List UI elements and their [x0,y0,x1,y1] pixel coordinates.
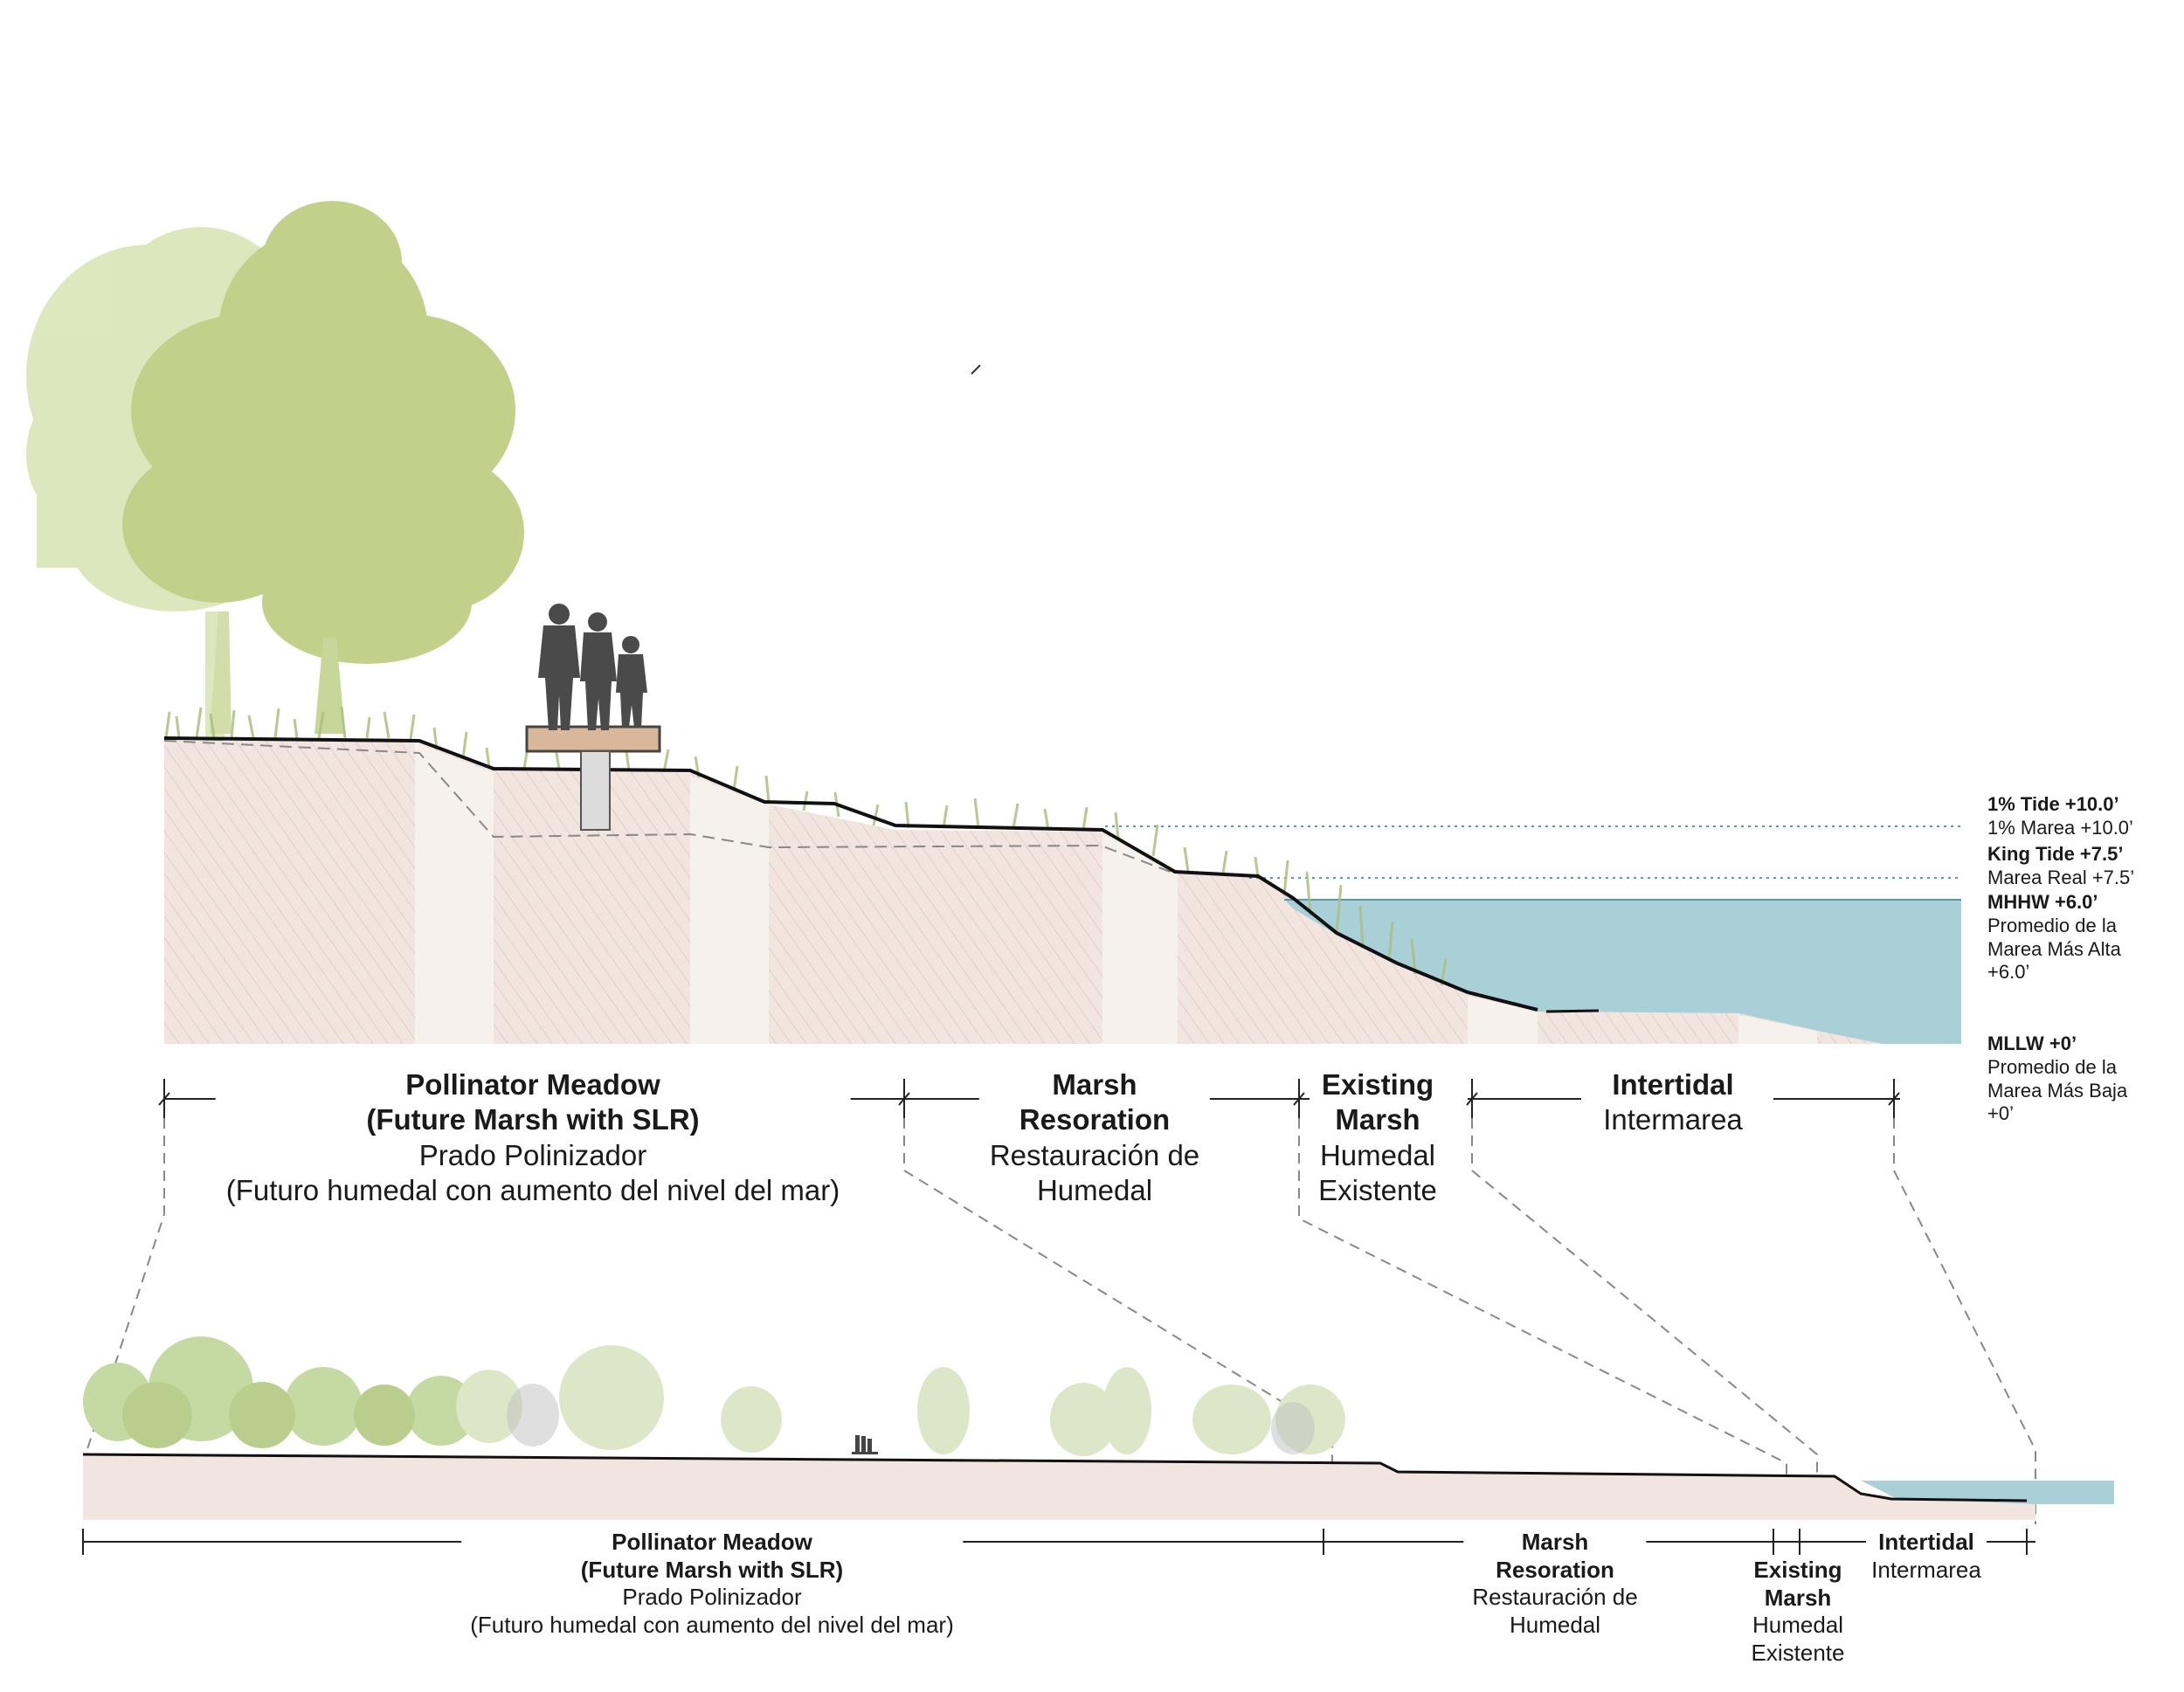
overlook-platform-icon [525,725,661,831]
bottom-pollinator-normal-2: (Futuro humedal con aumento del nivel de… [470,1612,954,1639]
tide-mhhw-line-1: Promedio de la [1987,914,2117,936]
people-silhouette-icon [538,604,647,730]
bird-mark [971,364,981,375]
existing-normal-1: Humedal [1319,1138,1436,1171]
top-label-marsh: Marsh Resoration Restauración de Humedal [978,1067,1211,1208]
soil-bands [415,742,1817,1044]
bottom-dimension-line [82,1529,2035,1555]
bottom-marsh-bold-1: Marsh [1521,1529,1589,1555]
tide-mhhw-line-3: +6.0’ [1987,961,2030,984]
existing-bold-2: Marsh [1335,1103,1420,1136]
bottom-intertidal-bold-1: Intertidal [1878,1529,1974,1555]
intertidal-normal-1: Intermarea [1603,1103,1743,1136]
tide-king-title: King Tide +7.5’ [1987,843,2124,865]
lower-tree-row-icon [83,1336,1345,1456]
existing-normal-2: Existente [1318,1173,1437,1206]
tide-label-mllw: MLLW +0’ Promedio de la Marea Más Baja +… [1987,1032,2127,1126]
terrain-surface-line [163,736,1538,1012]
tide-lines [1105,825,1961,879]
marsh-normal-1: Restauración de [989,1138,1200,1171]
bottom-existing-bold-1: Existing [1753,1557,1842,1583]
bottom-pollinator-normal-1: Prado Polinizador [622,1584,802,1611]
pollinator-bold-1: Pollinator Meadow [405,1068,660,1101]
bottom-label-marsh: Marsh Resoration Restauración de Humedal [1463,1529,1647,1640]
pollinator-normal-2: (Futuro humedal con aumento del nivel de… [225,1173,840,1206]
subgrade-dashed-line [163,740,1176,874]
tide-mllw-line-3: +0’ [1987,1102,2014,1125]
bottom-existing-normal-2: Existente [1751,1640,1845,1667]
tree-icon [122,201,524,734]
tide-mllw-title: MLLW +0’ [1987,1032,2077,1054]
bottom-pollinator-bold-2: (Future Marsh with SLR) [580,1556,844,1583]
pollinator-normal-1: Prado Polinizador [418,1138,647,1171]
bottom-label-existing: Existing Marsh Humedal Existente [1745,1557,1850,1668]
bottom-marsh-bold-2: Resoration [1496,1556,1614,1583]
lower-people-icon [852,1435,878,1454]
bottom-intertidal-normal-1: Intermarea [1871,1556,1981,1583]
bottom-marsh-normal-2: Humedal [1509,1612,1601,1639]
bottom-label-pollinator: Pollinator Meadow (Future Marsh with SLR… [461,1529,963,1640]
tide-one-pct-title: 1% Tide +10.0’ [1987,793,2119,815]
existing-bold-1: Existing [1321,1068,1434,1101]
tide-label-mhhw: MHHW +6.0’ Promedio de la Marea Más Alta… [1987,891,2121,984]
lower-terrain-line [82,1453,2028,1502]
top-label-pollinator: Pollinator Meadow (Future Marsh with SLR… [215,1067,851,1208]
water-body [1284,900,1961,1044]
tide-mllw-line-1: Promedio de la [1987,1055,2117,1078]
tide-mhhw-title: MHHW +6.0’ [1987,891,2098,913]
pollinator-bold-2: (Future Marsh with SLR) [366,1103,700,1136]
upper-section [26,201,1961,1118]
tide-one-pct-line-1: 1% Marea +10.0’ [1987,816,2133,839]
intertidal-bold-1: Intertidal [1612,1068,1734,1101]
marsh-bold-2: Resoration [1019,1103,1171,1136]
tide-mhhw-line-2: Marea Más Alta [1987,937,2121,960]
tide-mllw-line-2: Marea Más Baja [1987,1079,2128,1102]
tide-king-line-1: Marea Real +7.5’ [1987,866,2135,888]
bottom-marsh-normal-1: Restauración de [1472,1584,1638,1611]
bottom-label-intertidal: Intertidal Intermarea [1866,1529,1987,1585]
tide-label-king: King Tide +7.5’ Marea Real +7.5’ [1987,843,2134,890]
bottom-existing-normal-1: Humedal [1752,1612,1844,1639]
bottom-existing-bold-2: Marsh [1764,1584,1832,1611]
lower-section [82,1336,2114,1555]
marsh-bold-1: Marsh [1052,1068,1137,1101]
top-label-existing: Existing Marsh Humedal Existente [1310,1067,1446,1208]
top-label-intertidal: Intertidal Intermarea [1591,1067,1755,1138]
bottom-pollinator-bold-1: Pollinator Meadow [612,1529,812,1555]
marsh-normal-2: Humedal [1036,1173,1153,1206]
tide-label-one-pct: 1% Tide +10.0’ 1% Marea +10.0’ [1987,793,2133,840]
lower-soil-section [83,1454,2035,1520]
